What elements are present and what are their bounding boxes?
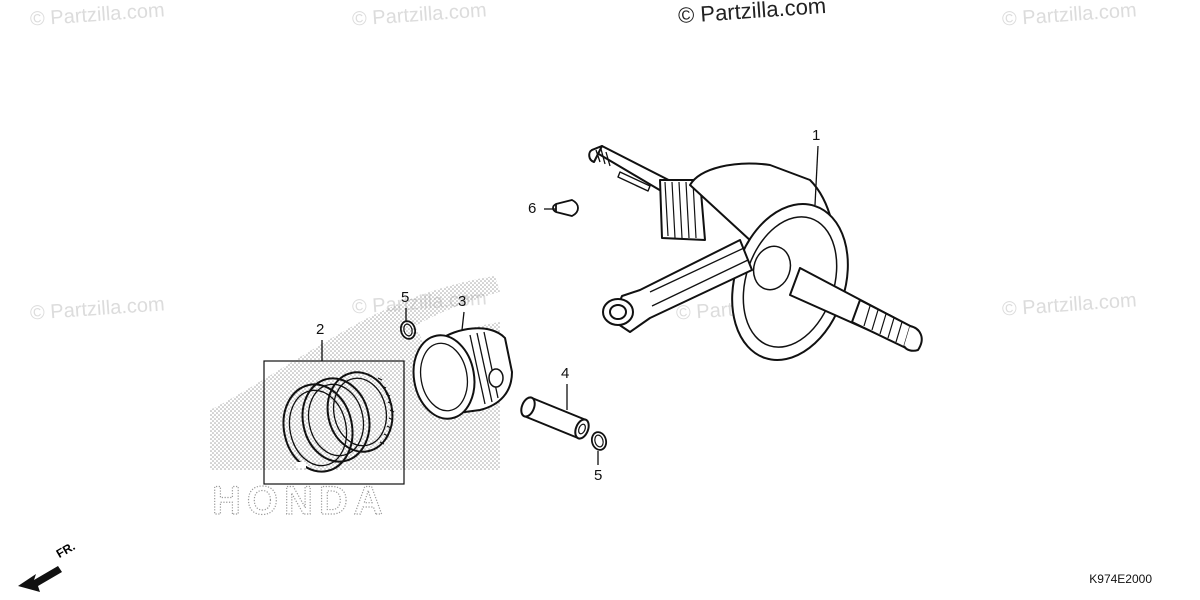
leader-piston: [461, 311, 465, 331]
callout-clip-lower: 5: [594, 467, 603, 484]
ring-set-frame: [263, 360, 405, 485]
callout-piston-pin: 4: [561, 365, 570, 382]
callout-clip-upper: 5: [401, 289, 410, 306]
piston-pin-clip-lower: [590, 431, 608, 451]
callout-woodruff-key: 6: [528, 200, 537, 217]
callout-piston: 3: [458, 293, 467, 310]
piston-pin: [520, 396, 590, 440]
diagram-code: K974E2000: [1089, 572, 1152, 586]
honda-logo-text: HONDA: [212, 479, 389, 523]
piston-ring-set: [263, 360, 405, 485]
crankshaft: [588, 145, 923, 361]
piston: [412, 327, 514, 420]
callout-crankshaft: 1: [812, 127, 821, 144]
leader-crankshaft: [814, 145, 819, 206]
front-direction-arrow: [18, 566, 62, 592]
piston-pin-clip-upper: [399, 320, 417, 340]
callout-piston-rings: 2: [316, 321, 325, 338]
woodruff-key: [552, 199, 579, 217]
